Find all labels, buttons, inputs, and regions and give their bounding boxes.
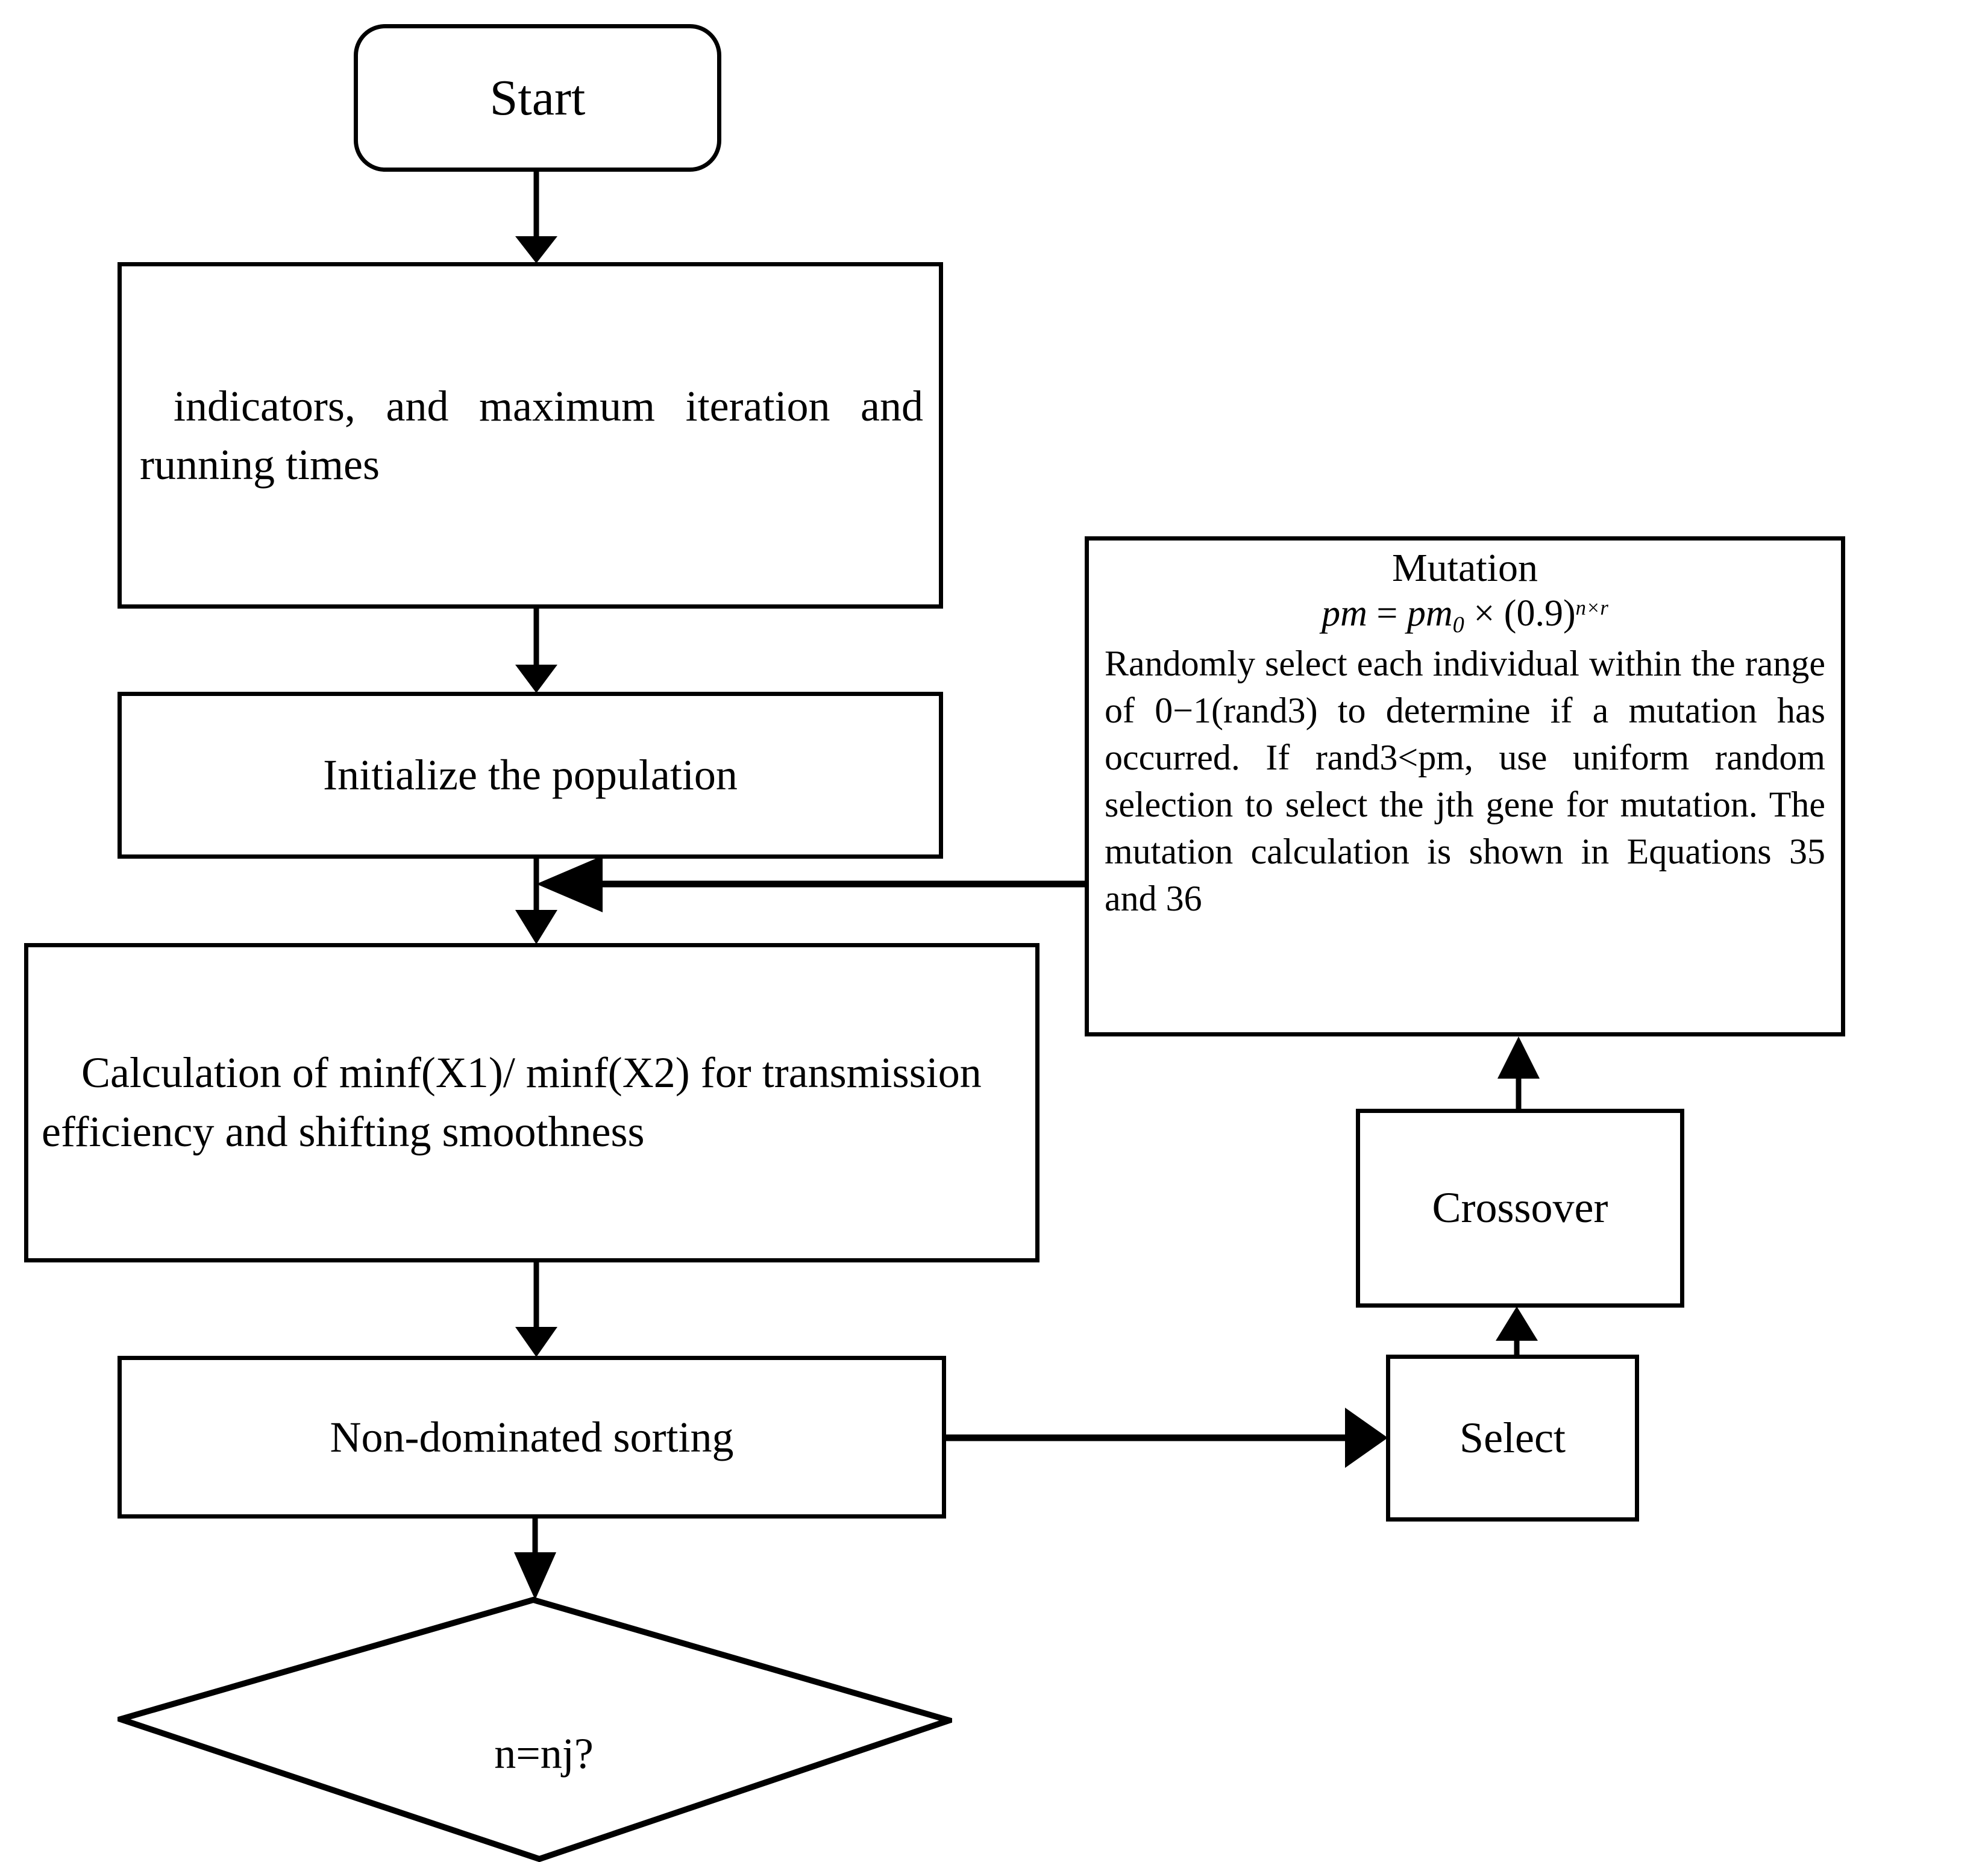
formula-base: pm [1406,592,1453,634]
node-calculation-label: Calculation of minf(X1)/ minf(X2) for tr… [42,1049,982,1156]
edge-indicators-to-initialize [515,609,557,693]
decision-diamond-shape [118,1597,952,1862]
edge-sorting-to-decision [514,1519,556,1600]
node-select-label: Select [1460,1413,1566,1462]
node-sorting[interactable]: Non-dominated sorting [118,1356,946,1519]
node-crossover-label: Crossover [1432,1183,1608,1232]
formula-subscript: 0 [1452,612,1464,638]
node-start[interactable]: Start [354,24,721,172]
edge-initialize-to-calculation [515,859,557,944]
node-decision-label: n=nj? [494,1729,594,1778]
node-crossover[interactable]: Crossover [1356,1109,1684,1308]
node-indicators[interactable]: indicators, and maximum iteration and ru… [118,262,943,609]
formula-equals: = [1367,592,1407,634]
formula-exponent: n×r [1575,595,1608,619]
edge-calculation-to-sorting [515,1262,557,1357]
edge-select-to-crossover [1496,1306,1538,1355]
node-indicators-label: indicators, and maximum iteration and ru… [140,382,923,489]
node-start-label: Start [489,69,586,126]
node-mutation-title: Mutation [1392,546,1538,590]
formula-lhs: pm [1322,592,1367,634]
node-decision[interactable]: n=nj? [118,1597,952,1862]
node-sorting-label: Non-dominated sorting [330,1412,734,1461]
edge-mutation-to-calculation [536,856,1085,912]
node-mutation-formula: pm = pm0 × (0.9)n×r [1105,591,1825,639]
node-calculation[interactable]: Calculation of minf(X1)/ minf(X2) for tr… [24,943,1039,1262]
node-initialize[interactable]: Initialize the population [118,692,943,859]
node-initialize-label: Initialize the population [323,751,738,800]
node-select[interactable]: Select [1386,1355,1639,1522]
formula-paren-group: (0.9) [1504,592,1576,634]
edge-start-to-indicators [515,172,557,263]
node-mutation[interactable]: Mutation pm = pm0 × (0.9)n×r Randomly se… [1085,536,1845,1036]
edge-crossover-to-mutation [1497,1036,1540,1109]
formula-times: × [1464,592,1504,634]
node-mutation-body: Randomly select each individual within t… [1105,644,1825,919]
edge-sorting-to-select [946,1408,1388,1468]
